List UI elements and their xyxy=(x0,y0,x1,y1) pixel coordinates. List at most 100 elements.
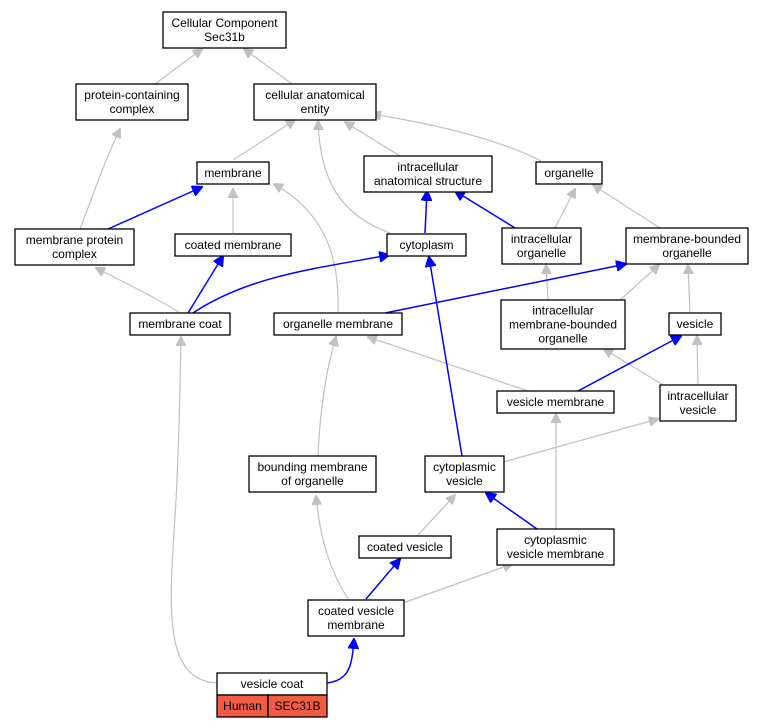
node-label-line: coated membrane xyxy=(185,238,282,252)
node-membrane[interactable]: membrane xyxy=(196,161,270,185)
node-label-line: intracellular xyxy=(397,160,458,174)
node-box xyxy=(424,455,505,493)
edge-cv-to-iv xyxy=(502,419,658,463)
node-cytoplasm[interactable]: cytoplasm xyxy=(386,233,467,257)
edge-mpc-to-protein-complex xyxy=(79,129,120,230)
annotation-gene-cell xyxy=(267,694,328,718)
node-label-line: Sec31b xyxy=(204,30,245,44)
node-box xyxy=(253,83,377,121)
node-box xyxy=(196,161,270,185)
node-label-line: entity xyxy=(301,102,330,116)
node-box xyxy=(501,227,582,265)
node-box xyxy=(162,11,287,49)
node-label-line: membrane-bounded xyxy=(633,232,741,246)
edge-vesicle-coat-to-cvmem-blue xyxy=(326,639,354,684)
edge-cvmem-to-cytoplasmic-vm xyxy=(402,564,512,604)
gray-edges xyxy=(79,49,698,684)
edge-membrane-to-cae xyxy=(232,120,295,161)
blue-edges xyxy=(107,187,681,684)
annotation-species: Human xyxy=(223,699,262,713)
edge-cvmem-to-coated-vesicle-blue xyxy=(365,559,400,600)
node-label-line: vesicle membrane xyxy=(507,395,605,409)
edge-cytoplasm-to-cae xyxy=(318,121,391,234)
node-label-line: bounding membrane xyxy=(257,460,367,474)
node-label-line: complex xyxy=(52,247,97,261)
node-box xyxy=(75,83,189,121)
node-box xyxy=(496,390,615,414)
node-box xyxy=(386,233,467,257)
node-membrane-coat[interactable]: membrane coat xyxy=(129,312,231,336)
node-label-line: cytoplasmic xyxy=(524,533,587,547)
edge-io-to-ias-blue xyxy=(455,191,516,229)
edge-bmo-to-organelle-membrane xyxy=(317,337,336,457)
node-coated-membrane[interactable]: coated membrane xyxy=(174,233,292,257)
node-organelle-membrane[interactable]: organelle membrane xyxy=(273,312,403,336)
node-label-line: intracellular xyxy=(667,389,728,403)
edge-cytoplasm-to-ias-blue xyxy=(425,191,427,234)
node-label-line: membrane-bounded xyxy=(509,318,617,332)
edge-membrane-coat-to-cytoplasm-blue xyxy=(192,255,389,314)
edge-cellular-anatomical-entity-to-root xyxy=(244,49,293,85)
node-label-line: organelle xyxy=(538,332,588,346)
node-coated-vesicle[interactable]: coated vesicle xyxy=(358,535,452,559)
node-label-line: protein-containing xyxy=(84,88,179,102)
node-label-line: vesicle xyxy=(446,474,483,488)
node-box xyxy=(659,384,737,422)
edge-coated-vesicle-to-cv xyxy=(417,495,455,536)
node-vesicle-coat[interactable]: vesicle coat xyxy=(216,672,328,696)
node-label-line: membrane protein xyxy=(26,233,123,247)
node-box xyxy=(14,228,135,266)
node-vesicle[interactable]: vesicle xyxy=(668,312,722,336)
node-box xyxy=(273,312,403,336)
node-label-line: vesicle xyxy=(677,317,714,331)
node-vesicle-membrane[interactable]: vesicle membrane xyxy=(496,390,615,414)
node-organelle[interactable]: organelle xyxy=(535,161,603,185)
edge-cvmem-to-bmo xyxy=(316,496,349,600)
edge-iv-to-imbo xyxy=(604,349,664,386)
edge-mbo-to-organelle xyxy=(593,185,661,229)
node-box xyxy=(496,528,615,566)
node-label-line: intracellular xyxy=(532,304,593,318)
edge-vesicle-coat-to-membrane-coat xyxy=(170,337,218,684)
node-box xyxy=(535,161,603,185)
node-label-line: anatomical structure xyxy=(374,174,482,188)
node-label-line: cytoplasm xyxy=(399,238,453,252)
edge-intracellular-organelle-to-organelle xyxy=(554,189,575,229)
node-label-line: Cellular Component xyxy=(171,16,278,30)
node-label-line: intracellular xyxy=(511,232,572,246)
node-box xyxy=(625,227,749,265)
node-label-line: coated vesicle xyxy=(367,540,443,554)
node-box xyxy=(358,535,452,559)
edge-cv-to-cytoplasm-blue xyxy=(429,257,463,457)
edge-imbo-to-mbo xyxy=(619,265,659,301)
edge-vesicle-membrane-to-organelle-membrane xyxy=(368,337,529,392)
edge-iv-to-vesicle xyxy=(697,336,698,386)
node-label-line: cellular anatomical xyxy=(265,88,364,102)
node-label-line: organelle xyxy=(662,246,712,260)
edge-organelle-membrane-to-membrane xyxy=(274,184,339,313)
node-label-line: coated vesicle xyxy=(318,604,394,618)
node-label-line: vesicle membrane xyxy=(507,547,605,561)
edge-imbo-to-intracellular-organelle xyxy=(546,265,548,301)
edge-membrane-coat-to-mpc xyxy=(96,268,181,314)
edge-mpc-to-membrane-blue xyxy=(107,187,202,230)
node-label-line: organelle xyxy=(517,246,567,260)
edge-cvm-to-cv-blue xyxy=(486,493,538,530)
node-label-line: membrane xyxy=(327,618,385,632)
